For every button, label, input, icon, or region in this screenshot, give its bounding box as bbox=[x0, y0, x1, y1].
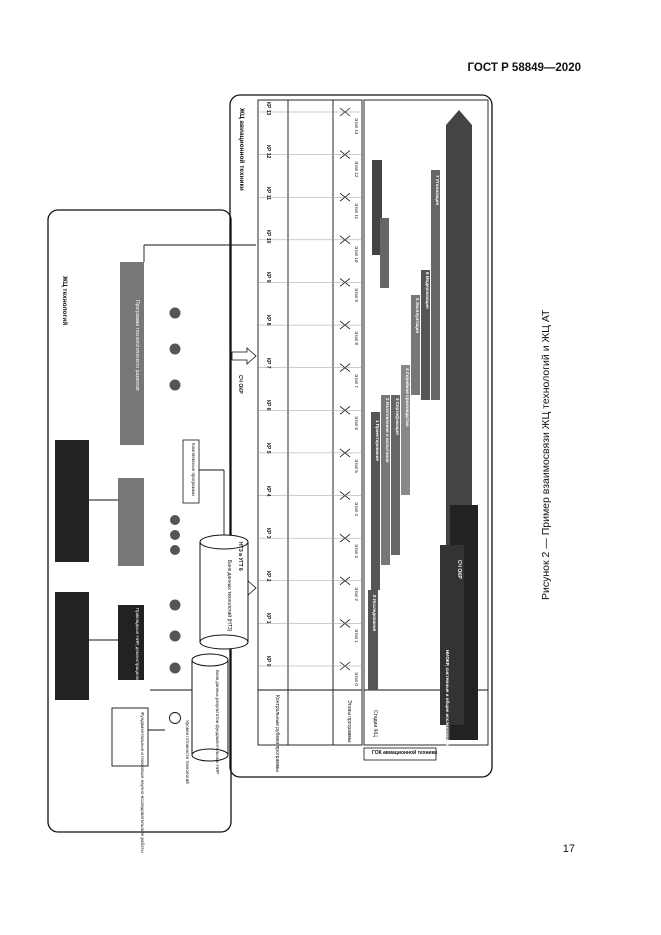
tech-databank-label: Банк данных технологий (НТЗ) bbox=[226, 560, 232, 632]
lifecycle-bar bbox=[372, 160, 382, 255]
research-support-label: Научное сопровождение программы bbox=[471, 360, 477, 461]
checkpoint-label: КР 13 bbox=[265, 102, 271, 116]
checkpoint-label: КР 0 bbox=[265, 656, 271, 667]
program-block-dark bbox=[55, 440, 89, 562]
gok-box bbox=[363, 747, 437, 761]
fundamental-nir-box bbox=[111, 707, 149, 767]
lifecycle-stages-label: Стадии ЖЦ bbox=[372, 710, 378, 737]
lifecycle-bar bbox=[381, 395, 390, 565]
stage-label: Этап 4 bbox=[354, 501, 359, 516]
lifecycle-bar bbox=[380, 218, 389, 288]
lifecycle-bar bbox=[401, 365, 410, 495]
lifecycle-bar bbox=[368, 590, 378, 690]
complex-program-box bbox=[182, 439, 200, 504]
checkpoint-label: КР 7 bbox=[265, 357, 271, 369]
right-panel-grid bbox=[257, 99, 489, 746]
stage-label: Этап 3 bbox=[354, 544, 359, 559]
right-panel-title: ЖЦ авиационной техники bbox=[238, 108, 245, 191]
stage-label: Этап 1 bbox=[354, 629, 359, 644]
lifecycle-bar-label: 6 Модернизация bbox=[425, 272, 430, 309]
stage-label: Этап 5 bbox=[354, 458, 359, 473]
stage-label: Этап 7 bbox=[354, 373, 359, 388]
lifecycle-bar bbox=[391, 395, 400, 555]
lifecycle-bar-label: 5 Эксплуатация bbox=[415, 298, 420, 333]
checkpoint-label: КР 2 bbox=[265, 570, 271, 582]
lifecycle-bar-label: 3 Сертификация bbox=[395, 398, 400, 435]
fundamental-databank-label: Банк данных результатов фундаментальных … bbox=[215, 670, 220, 775]
checkpoint-label: КР 3 bbox=[265, 528, 271, 539]
stage-label: Этап 2 bbox=[354, 586, 359, 601]
lifecycle-bar-label: 2 Изготовление и испытания bbox=[385, 398, 390, 463]
stage-label: Этап 9 bbox=[354, 288, 359, 303]
checkpoint-label: КР 5 bbox=[265, 442, 271, 454]
trl-circles bbox=[168, 306, 182, 675]
checkpoint-lines bbox=[259, 111, 362, 667]
stage-label: Этап 13 bbox=[354, 118, 359, 135]
sch-okr-bar-label: СЧ ОКР bbox=[456, 560, 462, 579]
trl-label: Уровни готовности технологий bbox=[185, 720, 190, 784]
lifecycle-bar-label: 0 Исследования bbox=[372, 595, 377, 632]
checkpoint-label: КР 10 bbox=[265, 229, 271, 244]
checkpoint-label: КР 11 bbox=[265, 187, 271, 201]
aircraft-lifecycle-panel bbox=[229, 94, 493, 778]
stage-markers bbox=[339, 107, 351, 671]
program-block-dark bbox=[55, 592, 89, 700]
lifecycle-bar bbox=[431, 170, 440, 400]
flow-arrow bbox=[231, 347, 257, 365]
left-panel-title: ЖЦ технологий bbox=[61, 276, 68, 326]
program-stages-label: Этапы программы bbox=[346, 700, 352, 743]
complex-program-label: Комплексные программы bbox=[191, 443, 196, 497]
applied-nir-label: Прикладные НИР, демонстрационные работы bbox=[135, 608, 140, 704]
gok-label: ГОК авиационной техники bbox=[372, 750, 438, 756]
flow-label-nts: НТЗ в УГТ 6 bbox=[237, 542, 243, 571]
stage-label: Этап 10 bbox=[354, 245, 359, 263]
checkpoint-label: КР 8 bbox=[265, 315, 271, 326]
lifecycle-bar bbox=[421, 270, 430, 400]
tech-databank-cylinder bbox=[199, 534, 249, 650]
lifecycle-bar-label: 7 Утилизация bbox=[435, 175, 440, 205]
checkpoint-label: КР 1 bbox=[265, 613, 271, 624]
lifecycle-bars bbox=[368, 160, 440, 690]
checkpoint-label: КР 4 bbox=[265, 485, 271, 497]
checkpoint-label: КР 9 bbox=[265, 272, 271, 284]
fundamental-nir-label: Фундаментальные и поисковые научно-иссле… bbox=[140, 712, 145, 853]
checkpoint-label: КР 6 bbox=[265, 400, 271, 411]
flow-label-sch-okr: СЧ ОКР bbox=[237, 375, 243, 394]
fundamental-databank-cylinder bbox=[191, 653, 229, 762]
lifecycle-bar bbox=[371, 412, 380, 590]
stage-label: Этап 11 bbox=[354, 203, 359, 220]
lifecycle-bar bbox=[411, 295, 420, 395]
page-number: 17 bbox=[562, 843, 575, 855]
stage-label: Этап 0 bbox=[354, 672, 359, 686]
trl-circle-outline bbox=[169, 712, 181, 724]
lifecycle-bar-label: 1 Проектирование bbox=[375, 420, 380, 461]
connector-lines bbox=[89, 244, 256, 731]
stage-label: Этап 12 bbox=[354, 160, 359, 178]
nirokr-bar-label: НИОКР, системные и общие исследования bbox=[445, 650, 450, 746]
checkpoint-label: КР 12 bbox=[265, 144, 271, 158]
rd-bar bbox=[440, 545, 464, 725]
program-box-label: Программа технологического развития bbox=[134, 300, 140, 391]
checkpoints-label: Контрольные рубежи программы bbox=[274, 695, 280, 772]
tech-program-box bbox=[118, 478, 144, 566]
applied-nir-box bbox=[118, 605, 144, 680]
lifecycle-bar-label: 4 Серийное производство bbox=[405, 368, 410, 427]
program-box bbox=[120, 262, 144, 445]
tech-lifecycle-panel bbox=[47, 209, 232, 833]
figure-caption: Рисунок 2 — Пример взаимосвязи ЖЦ технол… bbox=[540, 309, 552, 600]
stage-label: Этап 8 bbox=[354, 331, 359, 345]
stage-label: Этап 6 bbox=[354, 416, 359, 431]
document-header: ГОСТ Р 58849—2020 bbox=[467, 62, 581, 74]
